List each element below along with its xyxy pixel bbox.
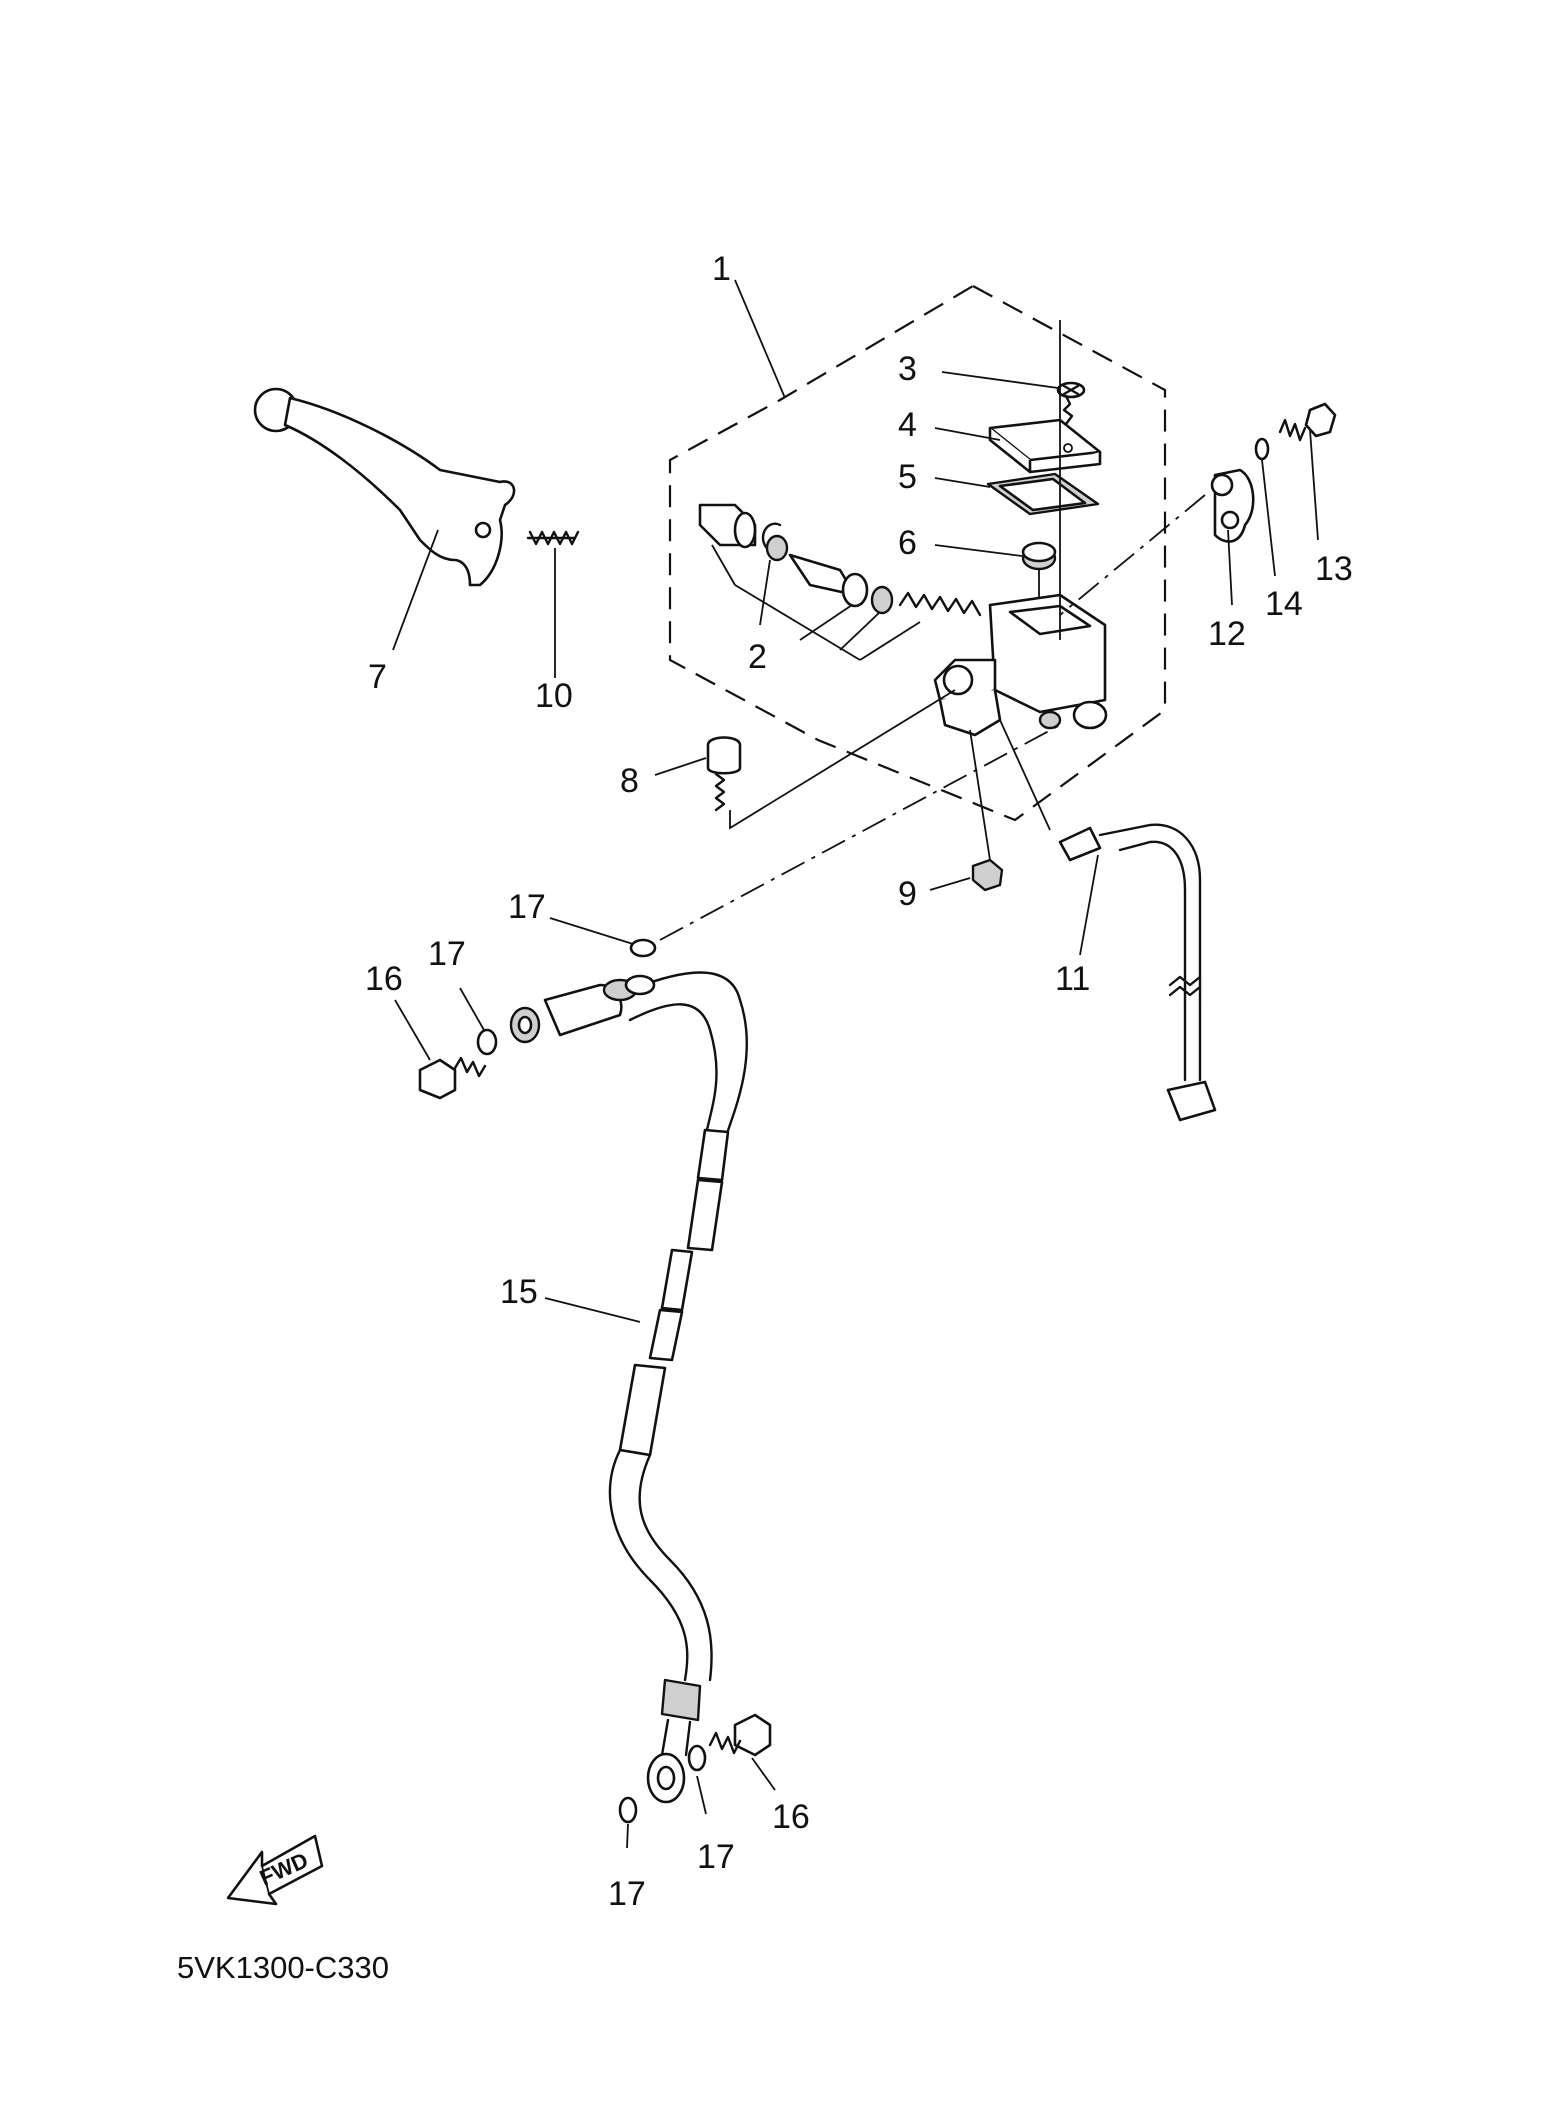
bolt-13 bbox=[1278, 402, 1337, 442]
master-cylinder-body bbox=[933, 320, 1108, 737]
brake-lever bbox=[253, 387, 516, 587]
callout-3: 3 bbox=[898, 350, 917, 388]
assembly-1-boundary bbox=[668, 284, 1167, 822]
callout-13: 13 bbox=[1315, 550, 1353, 588]
callout-14: 14 bbox=[1265, 585, 1303, 623]
callout-17-c: 17 bbox=[697, 1838, 735, 1876]
callout-6: 6 bbox=[898, 524, 917, 562]
callout-16-upper: 16 bbox=[365, 960, 403, 998]
lower-banjo bbox=[618, 1744, 707, 1824]
callout-2: 2 bbox=[748, 638, 767, 676]
callout-12: 12 bbox=[1208, 615, 1246, 653]
lever-holder bbox=[1059, 468, 1255, 616]
callout-1: 1 bbox=[712, 250, 731, 288]
lever-spring bbox=[526, 530, 580, 546]
callout-15: 15 bbox=[500, 1273, 538, 1311]
callout-4: 4 bbox=[898, 406, 917, 444]
piston-kit bbox=[698, 503, 982, 661]
callouts: 1 2 3 4 5 6 7 8 9 10 11 12 13 14 15 16 1… bbox=[365, 250, 1353, 1913]
callout-7: 7 bbox=[368, 658, 387, 696]
callout-17-a: 17 bbox=[508, 888, 546, 926]
nut bbox=[969, 729, 1004, 892]
washer-17-upper-a bbox=[476, 1028, 498, 1056]
callout-5: 5 bbox=[898, 458, 917, 496]
fwd-arrow-icon: FWD bbox=[226, 1834, 324, 1906]
upper-banjo bbox=[509, 974, 656, 1044]
diagram-code: 5VK1300-C330 bbox=[177, 1950, 389, 1985]
diaphragm bbox=[986, 472, 1100, 516]
union-bolt-lower bbox=[708, 1713, 772, 1757]
sight-glass bbox=[1021, 541, 1057, 605]
callout-16-lower: 16 bbox=[772, 1798, 810, 1836]
callout-8: 8 bbox=[620, 762, 639, 800]
callout-11: 11 bbox=[1055, 960, 1090, 998]
callout-9: 9 bbox=[898, 875, 917, 913]
callout-17-b: 17 bbox=[428, 935, 466, 973]
washer-14 bbox=[1254, 437, 1270, 461]
union-bolt-upper bbox=[418, 1056, 487, 1100]
callout-10: 10 bbox=[535, 677, 573, 715]
screw bbox=[1056, 381, 1086, 426]
washer-17-upper-b bbox=[629, 724, 1061, 958]
pivot-bolt bbox=[706, 689, 956, 830]
reservoir-cap bbox=[988, 418, 1102, 474]
brake-hose bbox=[608, 971, 748, 1757]
callout-17-d: 17 bbox=[608, 1875, 646, 1913]
brake-switch-cable bbox=[999, 719, 1217, 1122]
leader-lines bbox=[392, 279, 1319, 1849]
